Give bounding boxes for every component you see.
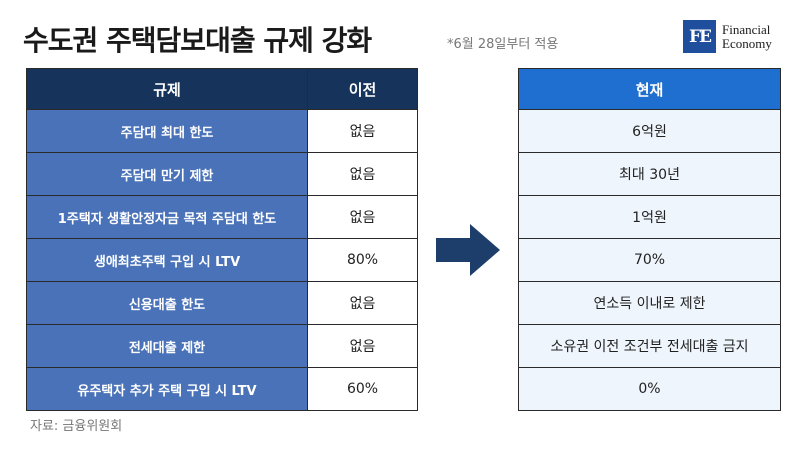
now-cell: 70%: [518, 238, 781, 282]
logo-text: Financial Economy: [722, 21, 772, 51]
now-cell: 1억원: [518, 195, 781, 239]
now-cell: 최대 30년: [518, 152, 781, 196]
now-cell: 6억원: [518, 109, 781, 153]
current-table: 현재 6억원 최대 30년 1억원 70% 연소득 이내로 제한 소유권 이전 …: [518, 68, 781, 411]
table-row: 1억원: [518, 195, 781, 239]
rule-cell: 전세대출 제한: [26, 324, 308, 368]
rule-cell: 신용대출 한도: [26, 281, 308, 325]
before-cell: 없음: [307, 195, 418, 239]
before-cell: 없음: [307, 281, 418, 325]
before-cell: 없음: [307, 152, 418, 196]
rule-cell: 생애최초주택 구입 시 LTV: [26, 238, 308, 282]
rule-cell: 1주택자 생활안정자금 목적 주담대 한도: [26, 195, 308, 239]
header-row: 현재: [518, 68, 781, 110]
table-row: 최대 30년: [518, 152, 781, 196]
source-note: 자료: 금융위원회: [30, 419, 123, 434]
rule-cell: 주담대 만기 제한: [26, 152, 308, 196]
now-cell: 0%: [518, 367, 781, 411]
table-row: 70%: [518, 238, 781, 282]
effective-date-note: *6월 28일부터 적용: [447, 37, 559, 52]
logo-line1: Financial: [722, 21, 771, 37]
before-cell: 80%: [307, 238, 418, 282]
table-row: 0%: [518, 367, 781, 411]
before-header: 이전: [307, 68, 418, 110]
page-title: 수도권 주택담보대출 규제 강화: [23, 24, 372, 57]
logo-mark: FE: [683, 20, 716, 53]
rule-cell: 주담대 최대 한도: [26, 109, 308, 153]
logo: FE Financial Economy: [683, 20, 772, 53]
now-cell: 연소득 이내로 제한: [518, 281, 781, 325]
rule-header: 규제: [26, 68, 308, 110]
rule-cell: 유주택자 추가 주택 구입 시 LTV: [26, 367, 308, 411]
before-cell: 없음: [307, 324, 418, 368]
now-header: 현재: [518, 68, 781, 110]
header-row: 규제 이전: [26, 68, 418, 110]
logo-line2: Economy: [722, 35, 772, 51]
table-row: 소유권 이전 조건부 전세대출 금지: [518, 324, 781, 368]
table-row: 6억원: [518, 109, 781, 153]
table-row: 연소득 이내로 제한: [518, 281, 781, 325]
before-cell: 없음: [307, 109, 418, 153]
right-arrow-icon: [436, 224, 500, 276]
now-cell: 소유권 이전 조건부 전세대출 금지: [518, 324, 781, 368]
before-cell: 60%: [307, 367, 418, 411]
